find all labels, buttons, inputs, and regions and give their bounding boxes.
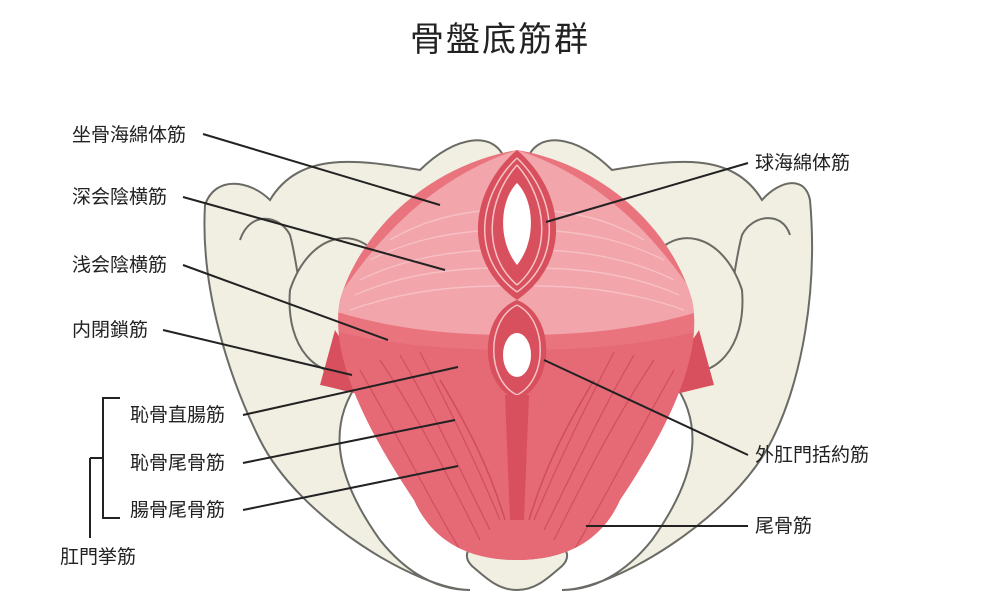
anal-opening bbox=[503, 333, 531, 377]
label-puborectalis: 恥骨直腸筋 bbox=[130, 406, 225, 425]
label-bulbospongiosus: 球海綿体筋 bbox=[755, 154, 850, 173]
label-coccygeus: 尾骨筋 bbox=[755, 517, 812, 536]
levator-ani-bracket bbox=[103, 398, 120, 518]
label-deep-transverse-perineal: 深会陰横筋 bbox=[72, 188, 167, 207]
label-pubococcygeus: 恥骨尾骨筋 bbox=[130, 454, 225, 473]
label-levator-ani: 肛門挙筋 bbox=[60, 548, 136, 567]
label-superficial-transverse-perineal: 浅会陰横筋 bbox=[72, 256, 167, 275]
label-ischiocavernosus: 坐骨海綿体筋 bbox=[72, 126, 186, 145]
label-external-anal-sphincter: 外肛門括約筋 bbox=[755, 446, 869, 465]
page-title: 骨盤底筋群 bbox=[0, 12, 1000, 61]
label-iliococcygeus: 腸骨尾骨筋 bbox=[130, 501, 225, 520]
label-obturator-internus: 内閉鎖筋 bbox=[72, 321, 148, 340]
